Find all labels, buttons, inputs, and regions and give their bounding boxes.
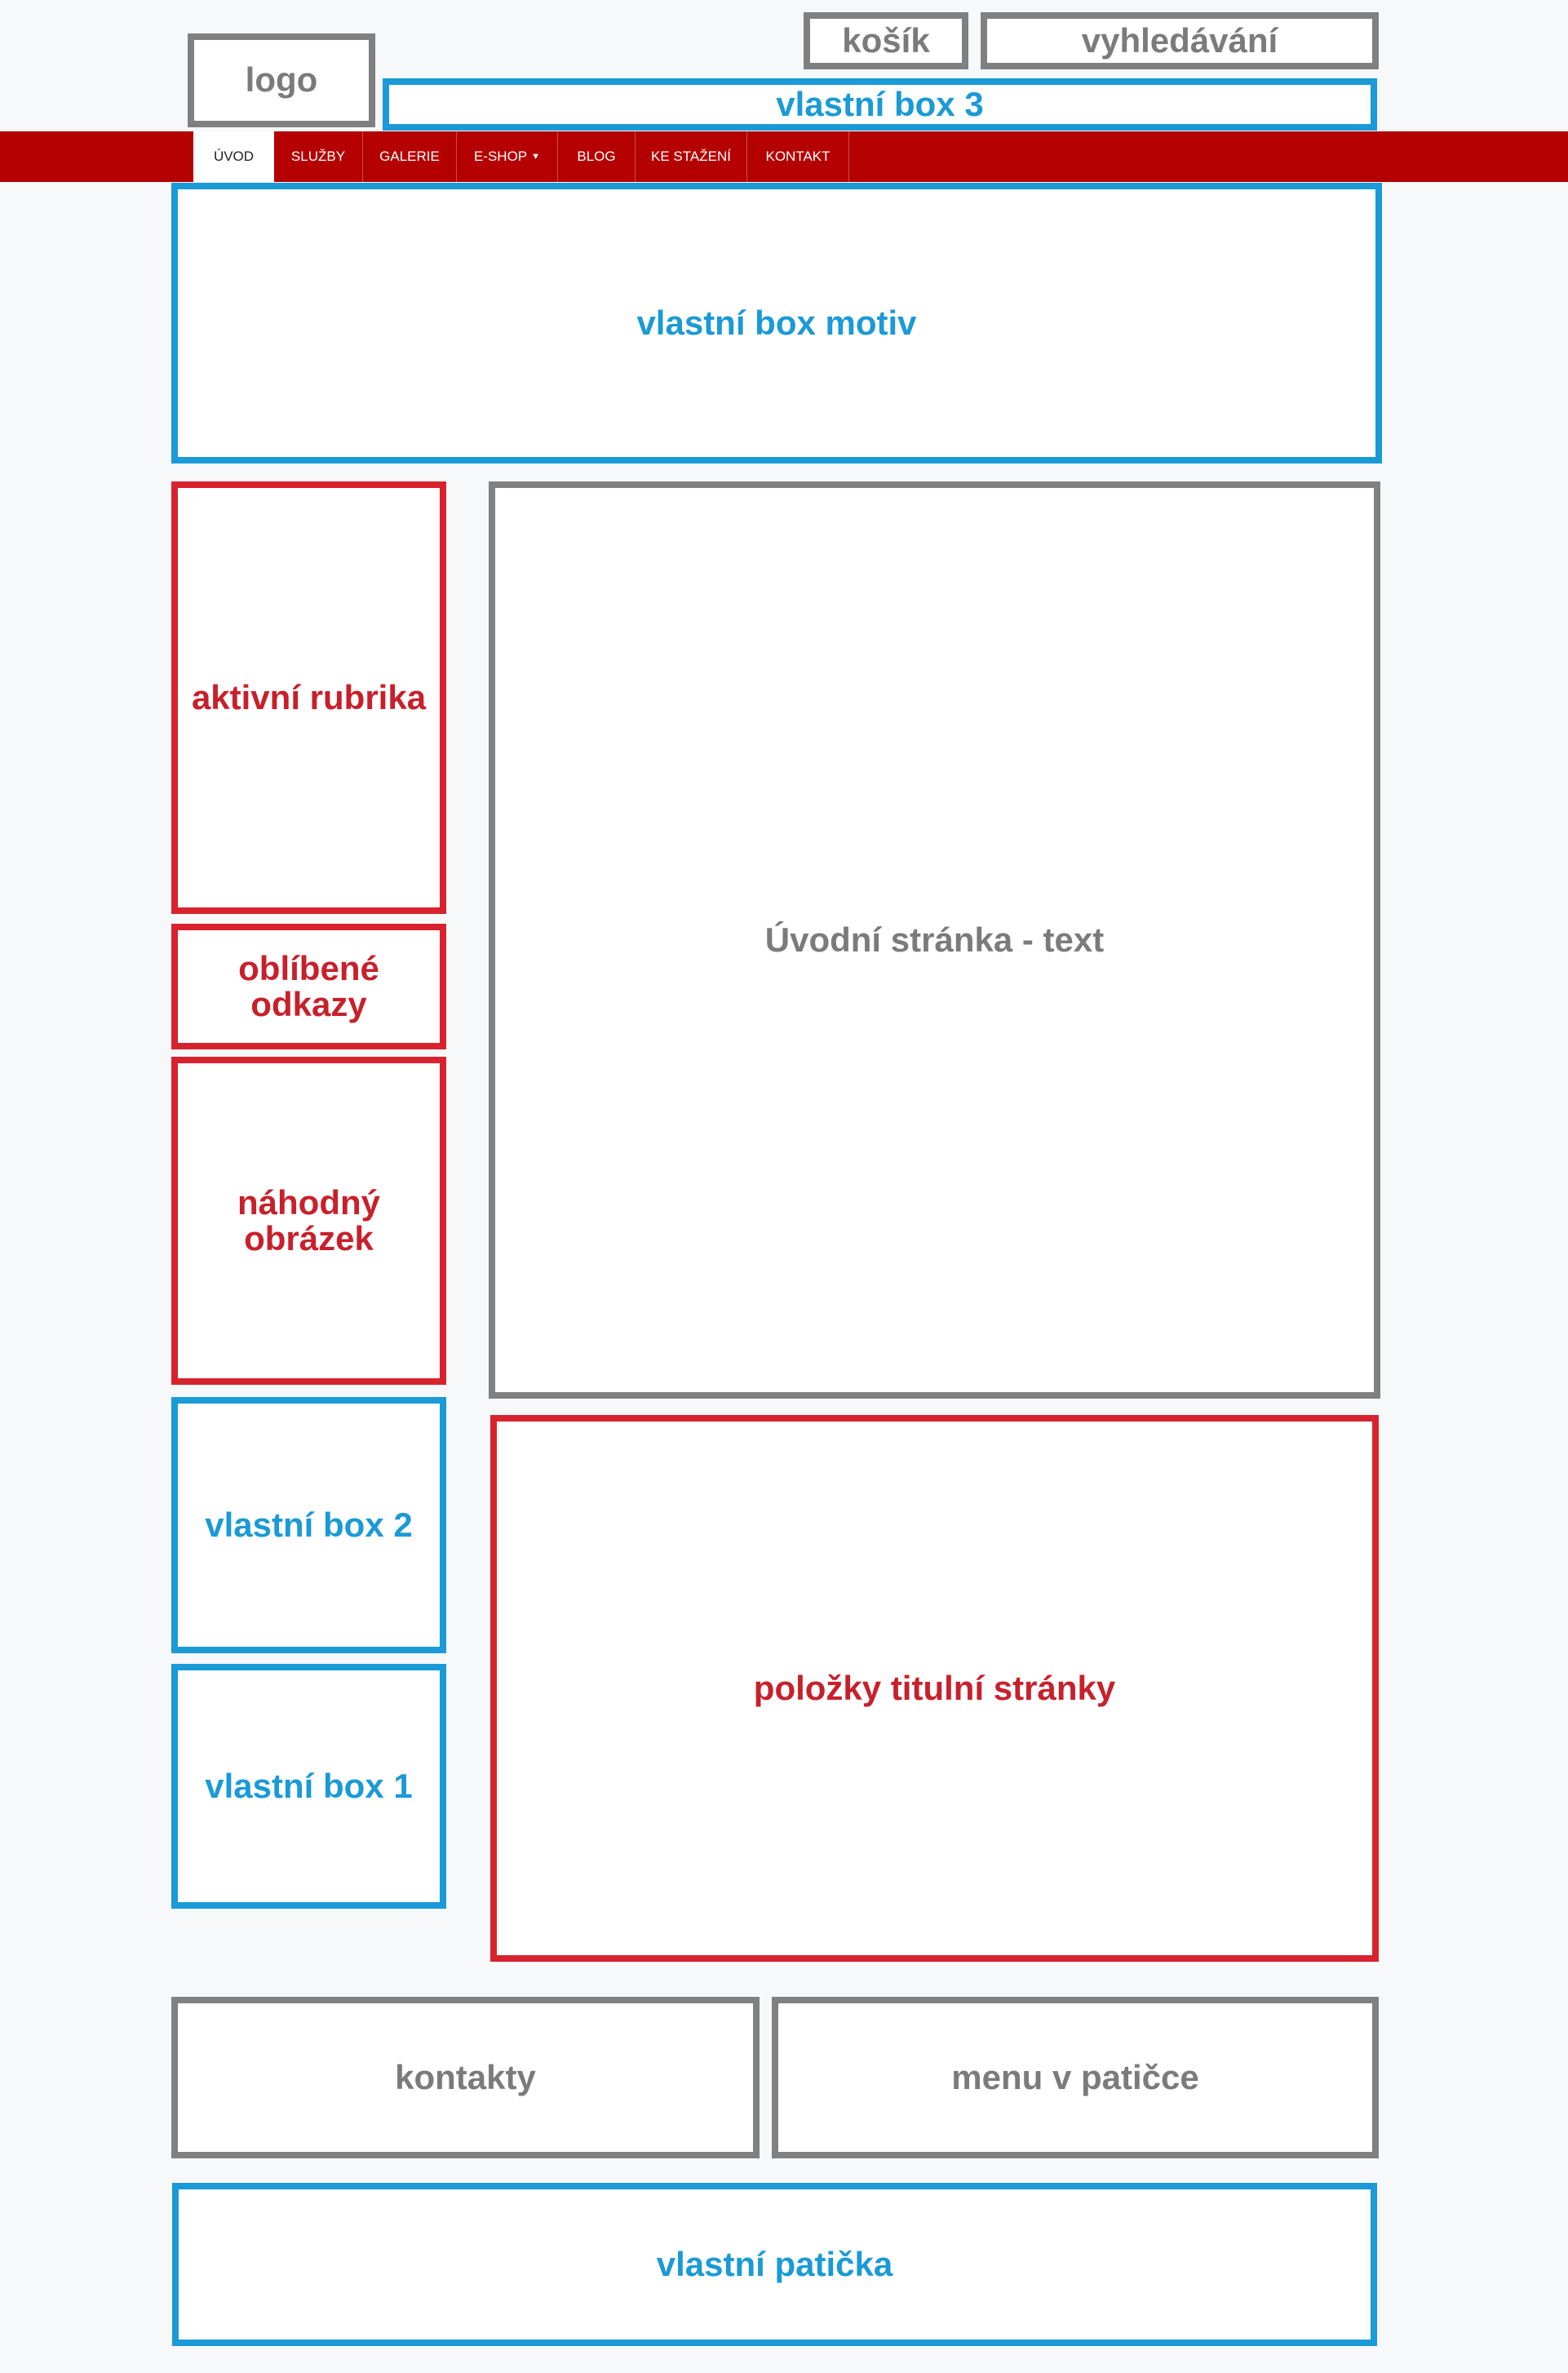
nav-label: GALERIE	[379, 149, 440, 164]
custom-box-3: vlastní box 3	[383, 78, 1377, 131]
nav-item-kontakt[interactable]: KONTAKT	[747, 131, 849, 182]
motif-box: vlastní box motiv	[171, 183, 1382, 464]
favorite-links-label: oblíbené odkazy	[238, 948, 379, 1023]
home-text-label: Úvodní stránka - text	[764, 920, 1105, 959]
nav-label: KONTAKT	[765, 149, 831, 164]
nav-item-uvod[interactable]: ÚVOD	[193, 131, 274, 182]
custom-box-1-label: vlastní box 1	[205, 1766, 413, 1805]
custom-box-1: vlastní box 1	[171, 1664, 446, 1909]
front-page-items-label: položky titulní stránky	[753, 1668, 1116, 1707]
caret-down-icon: ▼	[531, 152, 541, 162]
nav-label: KE STAŽENÍ	[651, 149, 731, 164]
custom-footer-label: vlastní patička	[656, 2244, 893, 2283]
contacts-box: kontakty	[171, 1997, 760, 2158]
nav-item-blog[interactable]: BLOG	[558, 131, 636, 182]
nav-label: ÚVOD	[213, 149, 255, 164]
cart-box[interactable]: košík	[804, 12, 968, 69]
search-box[interactable]: vyhledávání	[981, 12, 1379, 69]
custom-box-2-label: vlastní box 2	[205, 1505, 413, 1544]
nav-label: SLUŽBY	[290, 149, 346, 164]
logo-box[interactable]: logo	[188, 33, 375, 127]
custom-footer-box: vlastní patička	[172, 2183, 1377, 2346]
active-category-box: aktivní rubrika	[171, 481, 446, 914]
main-nav: ÚVOD SLUŽBY GALERIE E-SHOP▼ BLOG KE STAŽ…	[0, 131, 1568, 182]
custom-box-3-label: vlastní box 3	[776, 84, 984, 123]
nav-item-eshop[interactable]: E-SHOP▼	[457, 131, 558, 182]
footer-menu-label: menu v patičce	[951, 2057, 1199, 2096]
search-label: vyhledávání	[1081, 20, 1278, 60]
front-page-items-box: položky titulní stránky	[490, 1415, 1379, 1962]
random-image-label: náhodný obrázek	[237, 1182, 380, 1257]
contacts-label: kontakty	[395, 2057, 536, 2096]
logo: logo	[245, 60, 318, 100]
footer-menu-box: menu v patičce	[772, 1997, 1379, 2158]
nav-item-ke-stazeni[interactable]: KE STAŽENÍ	[636, 131, 747, 182]
nav-item-sluzby[interactable]: SLUŽBY	[274, 131, 363, 182]
nav-label: E-SHOP	[473, 149, 528, 164]
cart-label: košík	[842, 20, 930, 60]
active-category-label: aktivní rubrika	[191, 677, 427, 716]
home-text-box: Úvodní stránka - text	[489, 481, 1380, 1399]
nav-label: BLOG	[577, 149, 616, 164]
motif-label: vlastní box motiv	[636, 303, 917, 342]
nav-item-galerie[interactable]: GALERIE	[363, 131, 457, 182]
custom-box-2: vlastní box 2	[171, 1397, 446, 1653]
random-image-box: náhodný obrázek	[171, 1057, 446, 1385]
favorite-links-box: oblíbené odkazy	[171, 924, 446, 1049]
